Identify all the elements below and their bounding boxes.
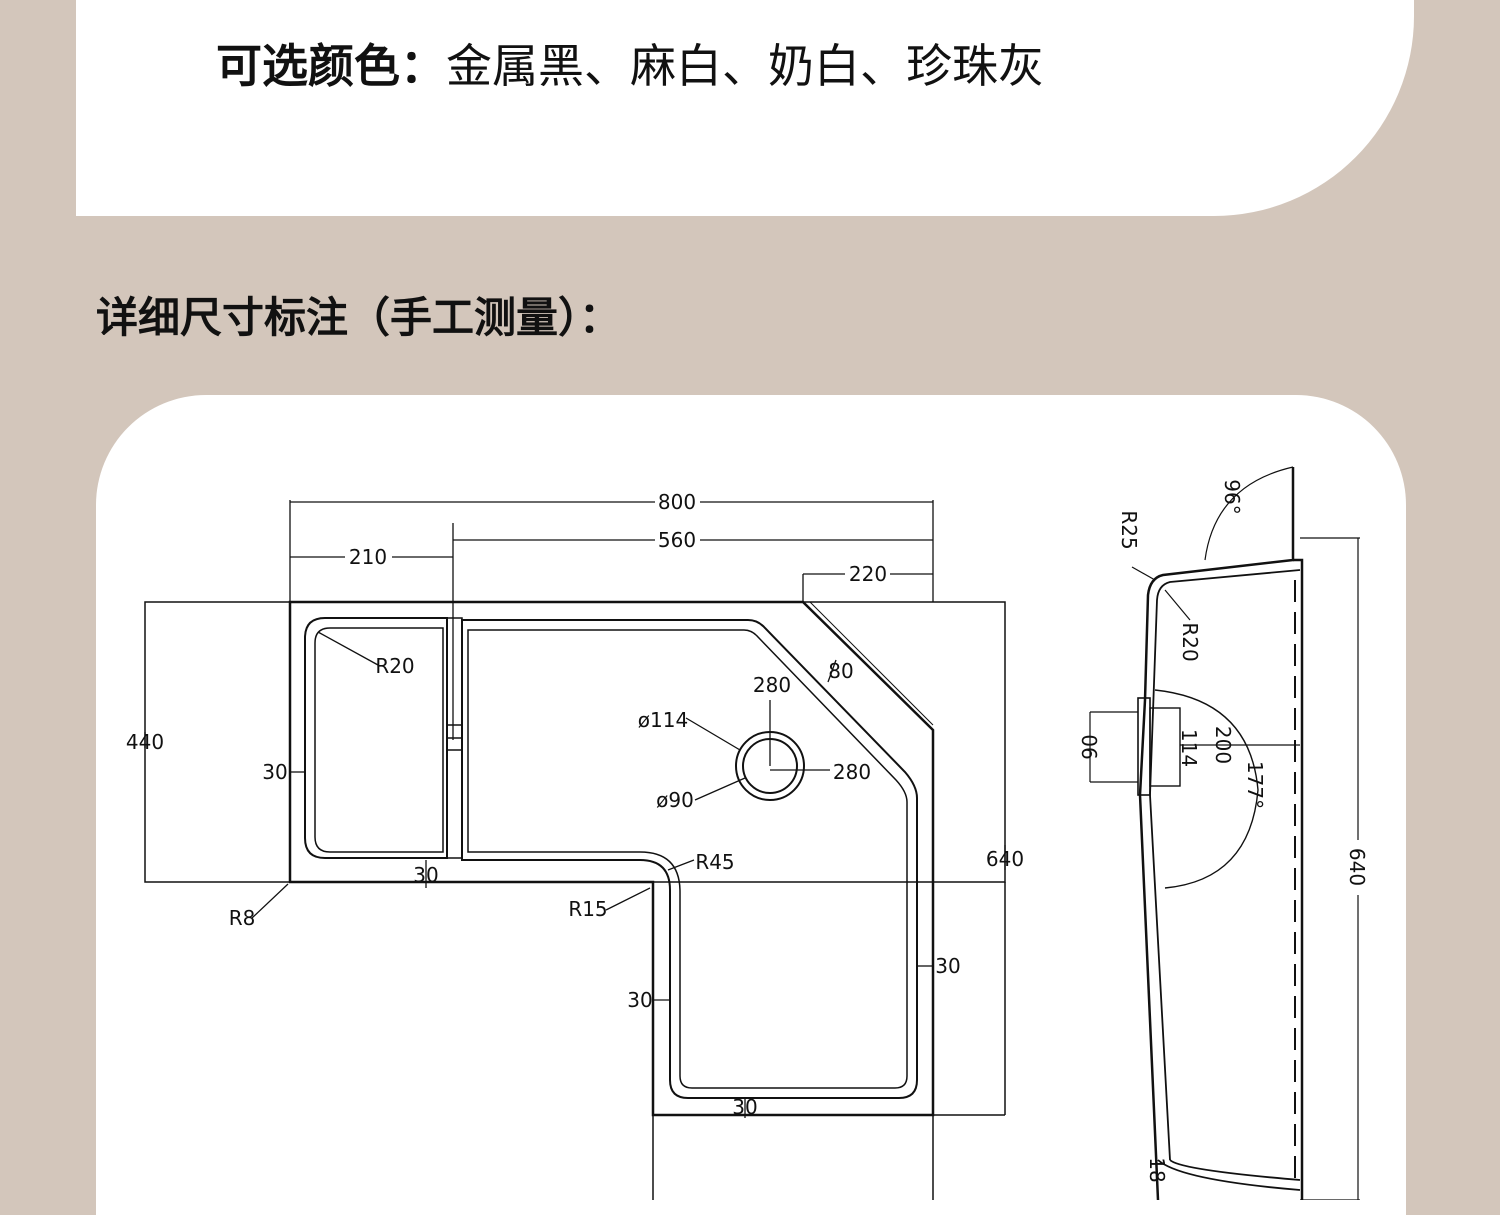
rim-30-lower: 30 [627, 988, 652, 1012]
rim-30-left: 30 [262, 760, 287, 784]
dim-640: 640 [986, 847, 1024, 871]
dim-210: 210 [349, 545, 387, 569]
radius-r8: R8 [229, 906, 256, 930]
offset-280-vertical: 280 [753, 673, 791, 697]
section-title: 详细尺寸标注（手工测量）： [96, 293, 622, 342]
drain-114: ø114 [638, 708, 688, 732]
dim-220: 220 [849, 562, 887, 586]
side-angle-177: 177° [1243, 761, 1267, 809]
side-dim-114: 114 [1177, 729, 1201, 767]
available-colors: 可选颜色：金属黑、麻白、奶白、珍珠灰 [216, 36, 1044, 96]
chamfer-80: 80 [828, 659, 853, 683]
colors-value: 金属黑、麻白、奶白、珍珠灰 [446, 39, 1044, 93]
dim-440: 440 [126, 730, 164, 754]
sink-top-view [144, 600, 1006, 1200]
radius-r15: R15 [568, 897, 607, 921]
sink-side-view [1089, 466, 1360, 1200]
drain-90: ø90 [656, 788, 694, 812]
side-height-640: 640 [1345, 848, 1369, 886]
side-radius-r25: R25 [1117, 510, 1141, 549]
side-angle-96: 96° [1220, 479, 1244, 514]
offset-280-horizontal: 280 [833, 760, 871, 784]
rim-30-right: 30 [935, 954, 960, 978]
dim-560: 560 [658, 528, 696, 552]
top-info-card: 可选颜色：金属黑、麻白、奶白、珍珠灰 [76, 0, 1414, 216]
side-radius-r20: R20 [1178, 622, 1202, 661]
radius-r20: R20 [375, 654, 414, 678]
rim-30-bottom: 30 [732, 1095, 757, 1119]
radius-r45: R45 [695, 850, 734, 874]
dim-800: 800 [658, 490, 696, 514]
side-dim-18: 18 [1145, 1157, 1169, 1182]
colors-label: 可选颜色： [216, 39, 446, 93]
side-dim-90: 90 [1078, 734, 1102, 759]
side-dim-200: 200 [1211, 726, 1235, 764]
rim-30-bottom-left: 30 [413, 863, 438, 887]
